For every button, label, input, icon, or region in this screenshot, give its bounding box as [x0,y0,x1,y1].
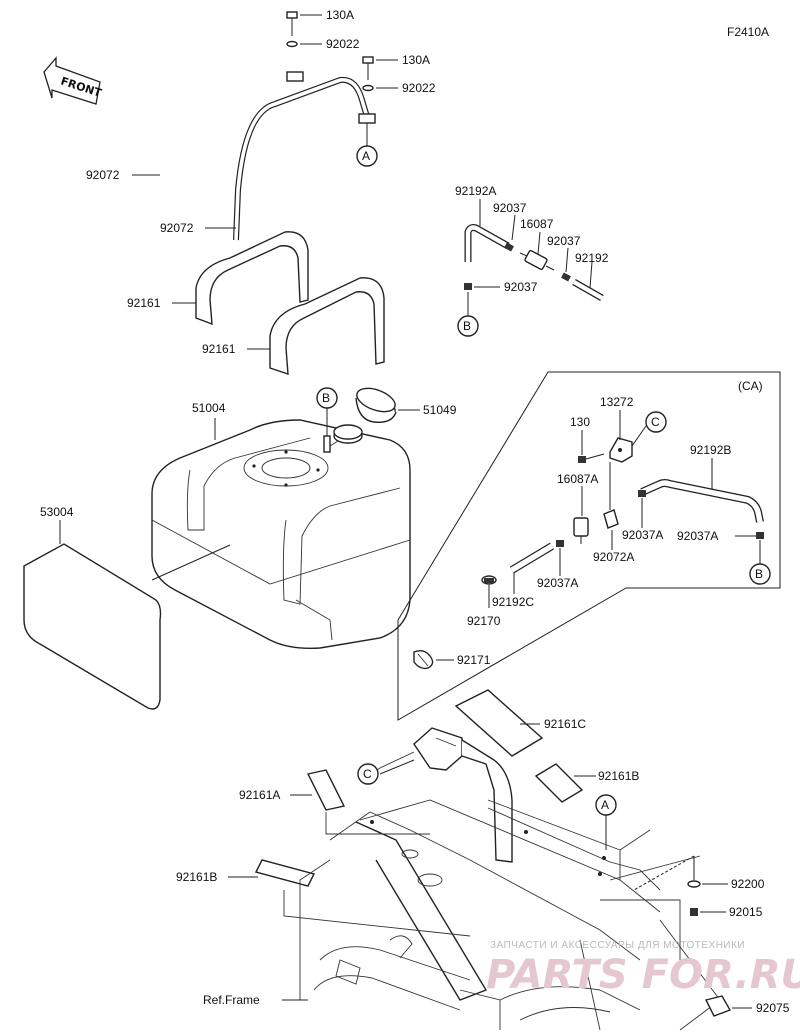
pad-92161c [454,689,544,757]
front-arrow-icon: FRONT [43,56,104,105]
figure-code: F2410A [727,25,769,39]
label-92037a-1: 92037A [622,528,663,542]
hose-92192c [509,542,555,574]
label-92037-2: 92037 [547,234,581,248]
svg-text:B: B [755,567,763,581]
vehicle-frame [283,727,721,1031]
label-92192b: 92192B [690,443,731,457]
label-53004: 53004 [40,505,74,519]
label-92072-1: 92072 [86,168,120,182]
label-92037a-3: 92037A [537,576,578,590]
label-92161c: 92161C [544,717,586,731]
label-13272: 13272 [600,395,634,409]
clamp-92171 [413,649,434,670]
label-16087: 16087 [520,217,554,231]
clamp-92037a-2 [756,532,764,539]
strap-92072-1 [158,38,304,201]
ref-frame-label: Ref.Frame [203,993,260,1007]
cap-92075 [704,995,732,1017]
svg-text:C: C [651,415,660,429]
bolt-130a-1 [286,11,322,48]
tank-fitting [323,435,331,453]
clamp-92037a-1 [638,490,646,497]
label-92192c: 92192C [492,595,534,609]
svg-text:A: A [601,798,609,812]
fuel-tank-51004 [151,419,411,650]
label-92192a: 92192A [455,184,496,198]
shield-53004 [23,543,162,710]
pad-92161-2 [269,277,385,375]
ref-c-ca [645,411,667,433]
label-92075: 92075 [756,1001,790,1015]
bracket-13272 [609,425,647,463]
bolt-130 [578,453,605,463]
hose-92192 [572,278,604,302]
clip-92170 [481,575,497,585]
clamp-92072a [603,462,619,529]
label-92037a-2: 92037A [677,529,718,543]
valve-16087 [519,250,555,271]
watermark-line1: ЗАПЧАСТИ И АКСЕССУАРЫ ДЛЯ МОТОТЕХНИКИ [490,940,745,951]
ca-label: (CA) [738,379,763,393]
svg-text:C: C [363,767,372,781]
label-92015: 92015 [729,905,763,919]
label-92192: 92192 [575,251,609,265]
ref-c-frame [357,763,379,785]
fuel-cap-51049 [355,387,397,423]
ref-b-hose [457,315,479,337]
label-92161-1: 92161 [127,296,161,310]
label-130a-2: 130A [402,53,430,67]
svg-text:A: A [362,149,370,163]
svg-text:B: B [463,319,471,333]
ref-a-frame [595,794,617,816]
ca-group-box [397,371,781,721]
pad-92161b-1 [534,763,584,803]
label-51049: 51049 [423,403,457,417]
hose-92192b [640,479,764,523]
label-92161-2: 92161 [202,342,236,356]
label-130: 130 [570,415,590,429]
ref-b-tank [316,387,338,409]
pad-92161a [306,769,346,811]
bolt-130a-2 [362,56,398,92]
label-92037-1: 92037 [493,201,527,215]
watermark-line2: PARTS FOR.RU [486,952,800,998]
clamp-92037-2 [561,272,571,282]
hose-92192a [464,224,510,262]
label-16087a: 16087A [557,472,598,486]
strap-92072-2 [233,76,376,241]
nut-92015 [690,908,698,916]
label-92170: 92170 [467,614,501,628]
svg-text:B: B [322,391,330,405]
label-92200: 92200 [731,877,765,891]
valve-16087a [573,517,589,544]
label-92022-2: 92022 [402,81,436,95]
clamp-92037-1 [504,242,514,252]
ref-a-top [356,145,378,167]
pad-92161b-2 [254,859,316,887]
label-92171: 92171 [457,653,491,667]
washer-92200 [687,880,701,888]
clamp-92037-3 [464,283,472,290]
pad-92161-1 [195,231,309,326]
label-92161b-1: 92161B [598,769,639,783]
clamp-92037a-3 [556,540,564,547]
ref-b-ca [749,563,771,585]
label-92072a: 92072A [593,550,634,564]
label-92037-3: 92037 [504,280,538,294]
label-130a-1: 130A [326,8,354,22]
label-92022-1: 92022 [326,37,360,51]
label-92161a: 92161A [239,788,280,802]
label-92072-2: 92072 [160,221,194,235]
label-92161b-2: 92161B [176,870,217,884]
label-51004: 51004 [192,401,226,415]
filler-neck [333,424,363,444]
